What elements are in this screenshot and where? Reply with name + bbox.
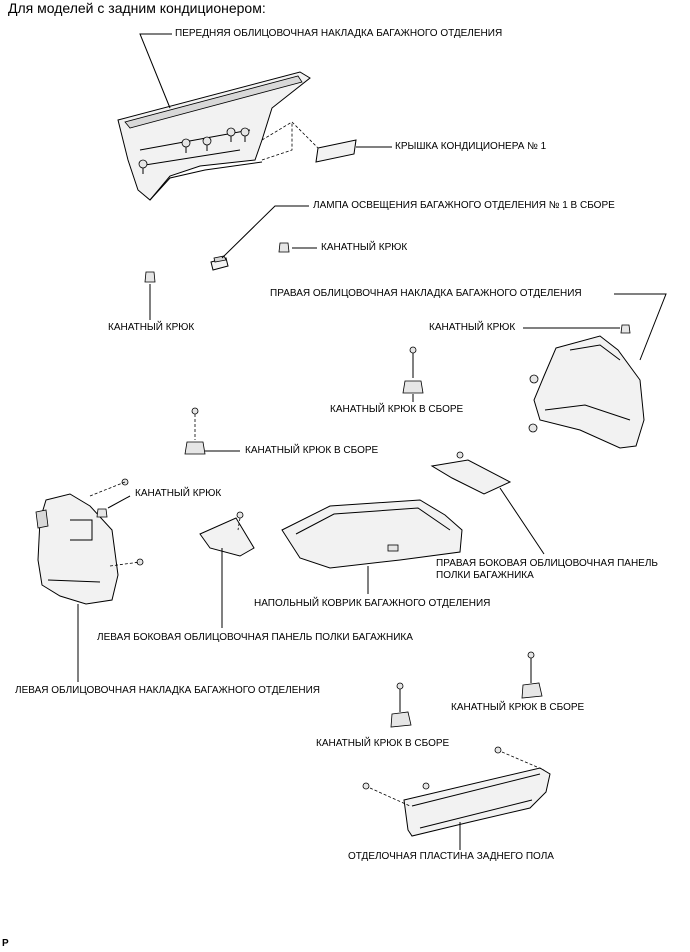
figure-code: P (2, 938, 9, 949)
label-right-shelf-panel: ПРАВАЯ БОКОВАЯ ОБЛИЦОВОЧНАЯ ПАНЕЛЬ ПОЛКИ… (436, 558, 658, 581)
label-rear-floor-plate: ОТДЕЛОЧНАЯ ПЛАСТИНА ЗАДНЕГО ПОЛА (348, 851, 554, 862)
front-trim-cover-drawing (117, 33, 311, 201)
hook-asm-2-drawing (184, 407, 240, 455)
label-hook-asm-2: КАНАТНЫЙ КРЮК В СБОРЕ (245, 445, 379, 456)
left-trim-cover-drawing (35, 478, 144, 682)
left-shelf-panel-drawing (199, 511, 255, 628)
hook-4-drawing (96, 495, 131, 518)
hook-3-drawing (523, 324, 631, 334)
right-shelf-panel-drawing (430, 451, 545, 555)
hook-1-drawing (278, 242, 317, 253)
label-hook-asm-1: КАНАТНЫЙ КРЮК В СБОРЕ (330, 404, 464, 415)
right-trim-cover-drawing (528, 293, 667, 449)
label-ac-cover: КРЫШКА КОНДИЦИОНЕРА № 1 (395, 141, 547, 152)
label-hook-4: КАНАТНЫЙ КРЮК (135, 488, 222, 499)
label-hook-3: КАНАТНЫЙ КРЮК (429, 322, 516, 333)
hook-asm-1-drawing (402, 346, 424, 402)
label-left-shelf-panel: ЛЕВАЯ БОКОВАЯ ОБЛИЦОВОЧНАЯ ПАНЕЛЬ ПОЛКИ … (97, 632, 413, 643)
label-floor-mat: НАПОЛЬНЫЙ КОВРИК БАГАЖНОГО ОТДЕЛЕНИЯ (254, 598, 491, 609)
diagram-heading: Для моделей с задним кондиционером: (8, 0, 266, 16)
label-hook-asm-3: КАНАТНЫЙ КРЮК В СБОРЕ (451, 702, 585, 713)
rear-floor-plate-drawing (362, 746, 551, 850)
hook-asm-4-drawing (390, 682, 412, 728)
label-hook-asm-4: КАНАТНЫЙ КРЮК В СБОРЕ (316, 738, 450, 749)
lamp-drawing (210, 205, 309, 271)
hook-asm-3-drawing (521, 651, 543, 699)
floor-mat-drawing (281, 499, 463, 594)
label-front-trim: ПЕРЕДНЯЯ ОБЛИЦОВОЧНАЯ НАКЛАДКА БАГАЖНОГО… (175, 28, 503, 39)
ac-cover-drawing (261, 121, 392, 163)
label-left-trim: ЛЕВАЯ ОБЛИЦОВОЧНАЯ НАКЛАДКА БАГАЖНОГО ОТ… (15, 685, 320, 696)
hook-2-drawing (144, 271, 156, 320)
label-right-trim: ПРАВАЯ ОБЛИЦОВОЧНАЯ НАКЛАДКА БАГАЖНОГО О… (270, 288, 582, 299)
label-lamp: ЛАМПА ОСВЕЩЕНИЯ БАГАЖНОГО ОТДЕЛЕНИЯ № 1 … (313, 200, 615, 211)
label-hook-1: КАНАТНЫЙ КРЮК (321, 242, 408, 253)
label-hook-2: КАНАТНЫЙ КРЮК (108, 322, 195, 333)
